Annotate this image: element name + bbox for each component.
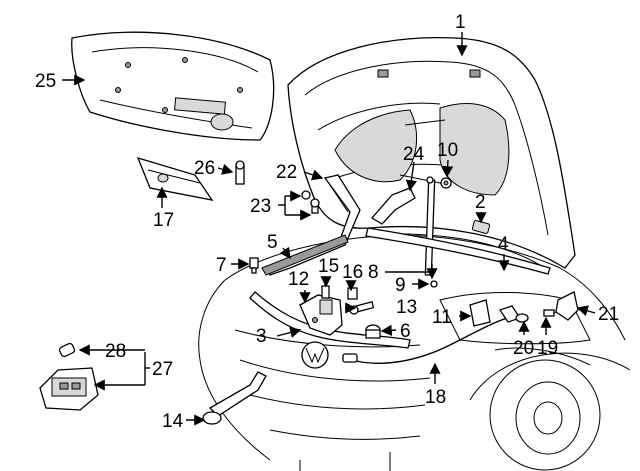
latch-housing	[39, 367, 99, 411]
label-22: 22	[276, 162, 297, 183]
vehicle-body	[198, 224, 631, 471]
prop-bracket	[371, 187, 416, 225]
label-21: 21	[598, 304, 619, 325]
label-18: 18	[425, 387, 446, 408]
label-12: 12	[288, 269, 309, 290]
label-7: 7	[216, 255, 227, 276]
hood-latch	[299, 294, 343, 336]
release-lever	[555, 291, 579, 321]
label-6: 6	[400, 321, 411, 342]
leader-lines	[62, 32, 596, 426]
label-14: 14	[162, 411, 184, 432]
label-23: 23	[250, 196, 271, 217]
label-11: 11	[432, 307, 452, 328]
clip-26	[235, 160, 245, 185]
bumper-stop	[440, 177, 452, 189]
bumper-6	[365, 324, 381, 339]
hood-bracket	[136, 156, 214, 201]
label-4: 4	[498, 234, 509, 255]
label-27: 27	[152, 359, 173, 380]
label-25: 25	[35, 71, 56, 92]
screw-23	[301, 190, 320, 214]
release-handle	[469, 299, 491, 327]
label-2: 2	[475, 192, 486, 213]
label-3: 3	[256, 326, 267, 347]
label-1: 1	[455, 12, 466, 33]
label-5: 5	[267, 232, 278, 253]
support-rod	[202, 371, 267, 425]
clip-16	[347, 287, 358, 300]
latch-pin	[58, 342, 76, 358]
callout-labels: 1 2 3 4 5 6 7 8 9 10 11 12 13 14 15 16 1…	[35, 12, 619, 432]
label-24: 24	[403, 144, 425, 165]
label-10: 10	[437, 140, 458, 161]
hood-insulator	[71, 31, 275, 141]
label-15: 15	[318, 256, 339, 277]
seal-strip	[261, 174, 361, 276]
label-8: 8	[368, 262, 379, 283]
weatherstrip	[249, 291, 411, 349]
label-16: 16	[342, 262, 363, 283]
label-9: 9	[395, 275, 406, 296]
label-17: 17	[153, 210, 174, 231]
label-26: 26	[194, 158, 215, 179]
label-28: 28	[105, 341, 126, 362]
label-20: 20	[513, 338, 534, 359]
label-19: 19	[537, 338, 558, 359]
label-13: 13	[396, 297, 417, 318]
bolt-7	[249, 257, 259, 274]
